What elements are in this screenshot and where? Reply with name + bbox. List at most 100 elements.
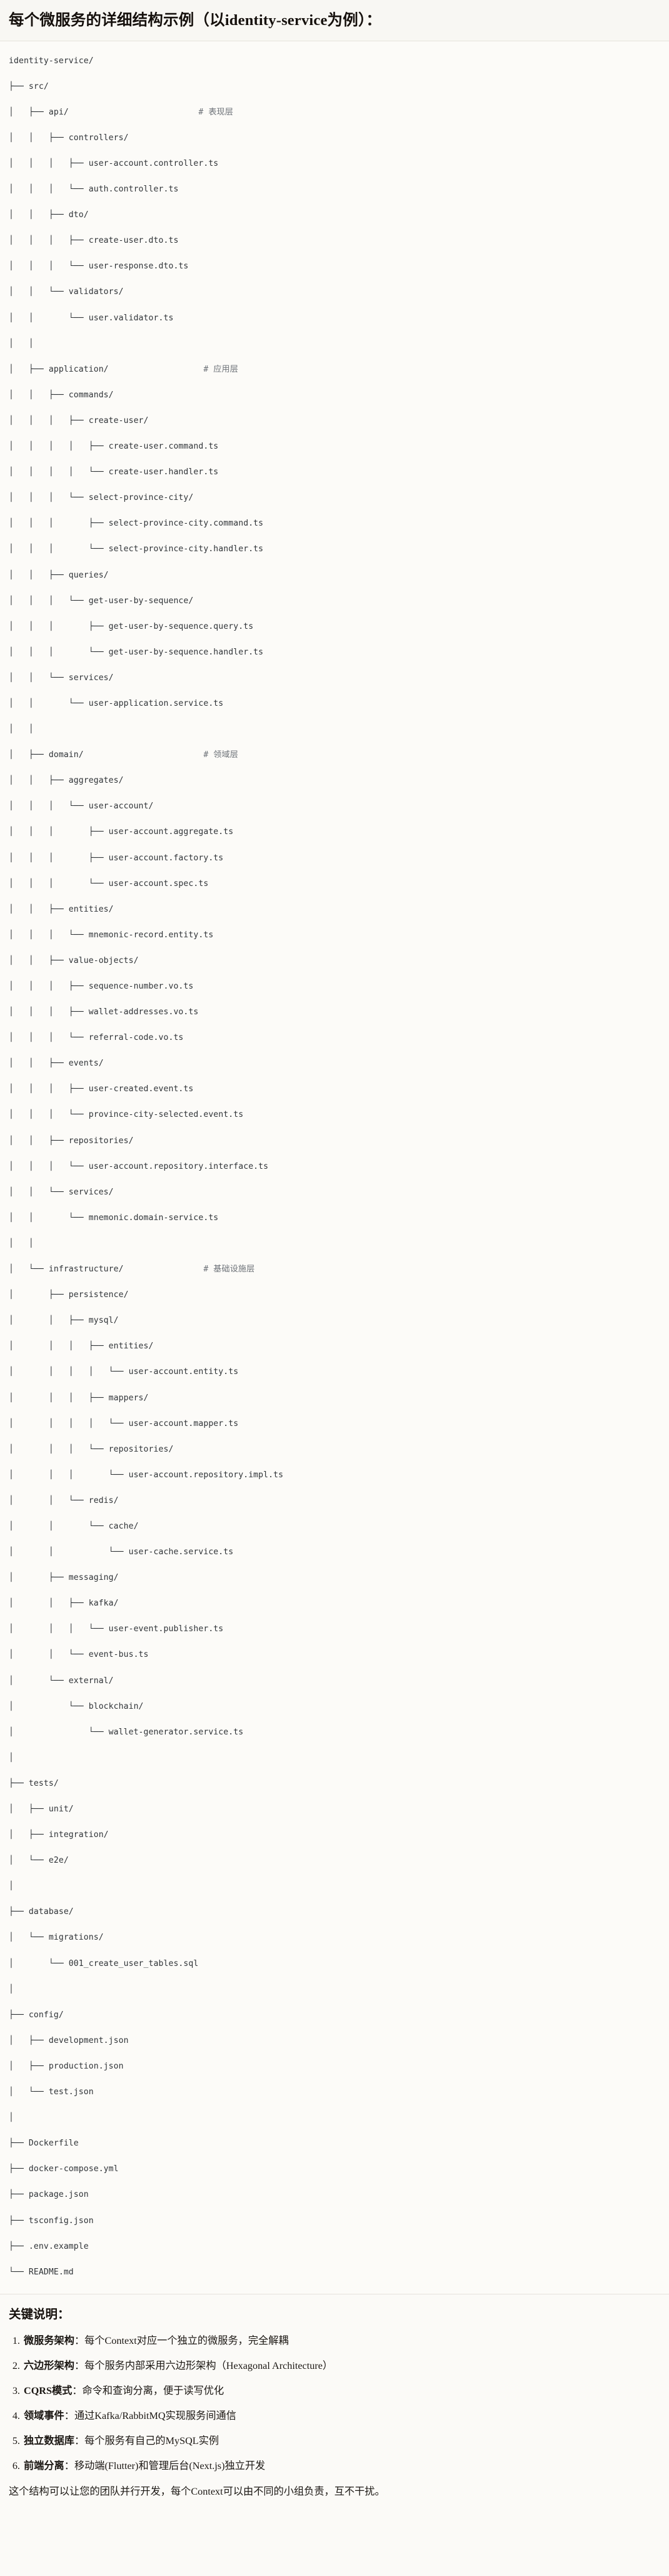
tree-line: │ │ ├── dto/ (9, 210, 89, 220)
tree-line: │ ├── production.json (9, 2061, 124, 2071)
tree-line: │ └── external/ (9, 1676, 114, 1686)
key-note-item: 六边形架构：每个服务内部采用六边形架构（Hexagonal Architectu… (23, 2358, 660, 2374)
tree-line: ├── .env.example (9, 2241, 89, 2251)
tree-line: │ │ ├── controllers/ (9, 133, 129, 143)
tree-line: ├── Dockerfile (9, 2139, 79, 2149)
tree-line: │ │ └── services/ (9, 673, 114, 683)
tree-line: │ │ ├── repositories/ (9, 1136, 134, 1146)
document-page: 每个微服务的详细结构示例（以identity-service为例）： ident… (0, 0, 669, 2511)
tree-line: │ │ │ ├── user-account.controller.ts (9, 159, 219, 168)
tree-line: │ │ │ ├── user-created.event.ts (9, 1084, 194, 1094)
key-note-separator: ： (64, 2410, 74, 2421)
tree-line: │ │ ├── events/ (9, 1059, 104, 1069)
tree-line: │ └── 001_create_user_tables.sql (9, 1958, 199, 1968)
tree-line: │ │ │ │ └── user-account.entity.ts (9, 1367, 239, 1377)
key-notes-title: 关键说明： (9, 2308, 70, 2322)
directory-tree-pre: identity-service/ ├── src/ │ ├── api/ # … (9, 55, 660, 2279)
tree-line: │ │ │ ├── entities/ (9, 1341, 154, 1352)
tree-line: │ │ │ ├── create-user/ (9, 415, 149, 425)
tree-line: │ │ └── validators/ (9, 287, 124, 297)
tree-line: │ │ └── user-application.service.ts (9, 698, 224, 708)
tree-line: ├── tsconfig.json (9, 2216, 94, 2226)
tree-line: │ │ │ └── user-account.repository.impl.t… (9, 1470, 284, 1480)
tree-line: │ ├── messaging/ (9, 1573, 119, 1583)
key-note-term: 领域事件 (24, 2410, 64, 2421)
tree-line-comment: # 领域层 (203, 750, 238, 760)
directory-tree-code: identity-service/ ├── src/ │ ├── api/ # … (9, 55, 660, 2279)
tree-line: │ └── blockchain/ (9, 1701, 144, 1711)
key-note-separator: ： (74, 2435, 85, 2447)
tree-line: │ │ │ └── user-event.publisher.ts (9, 1624, 224, 1634)
key-note-separator: ： (64, 2460, 74, 2472)
tree-line: │ │ └── mnemonic.domain-service.ts (9, 1213, 219, 1223)
tree-line: ├── docker-compose.yml (9, 2164, 119, 2174)
tree-line: │ │ └── services/ (9, 1187, 114, 1197)
tree-line: identity-service/ (9, 56, 94, 66)
tree-line: │ │ (9, 339, 34, 349)
key-note-item: 前端分离：移动端(Flutter)和管理后台(Next.js)独立开发 (23, 2458, 660, 2474)
tree-line: │ │ │ ├── select-province-city.command.t… (9, 519, 264, 529)
tree-line: │ │ (9, 1238, 34, 1248)
tree-line: │ │ │ └── referral-code.vo.ts (9, 1033, 184, 1043)
tree-line: │ │ ├── kafka/ (9, 1599, 119, 1609)
tree-line: │ │ └── user-cache.service.ts (9, 1547, 234, 1557)
tree-line: │ ├── application/ # 应用层 (9, 364, 238, 374)
tree-line: │ │ │ └── get-user-by-sequence.handler.t… (9, 647, 264, 657)
tree-line: │ │ │ └── user-response.dto.ts (9, 262, 189, 272)
key-note-description: 每个服务内部采用六边形架构（Hexagonal Architecture） (84, 2360, 333, 2371)
key-note-item: 微服务架构：每个Context对应一个独立的微服务，完全解耦 (23, 2333, 660, 2349)
tree-line: └── README.md (9, 2267, 74, 2277)
key-note-item: 独立数据库：每个服务有自己的MySQL实例 (23, 2433, 660, 2449)
tree-line: ├── package.json (9, 2190, 89, 2200)
tree-line: │ │ (9, 725, 34, 735)
tree-line: ├── config/ (9, 2010, 64, 2020)
tree-line: │ ├── unit/ (9, 1805, 74, 1814)
tree-line: │ │ └── cache/ (9, 1521, 139, 1531)
tree-line: │ │ │ └── user-account.repository.interf… (9, 1161, 269, 1171)
tree-line: │ └── e2e/ (9, 1856, 69, 1866)
tree-line: ├── tests/ (9, 1778, 59, 1788)
key-note-description: 移动端(Flutter)和管理后台(Next.js)独立开发 (74, 2460, 266, 2472)
key-note-separator: ： (74, 2334, 85, 2346)
tree-line: │ (9, 2113, 14, 2123)
tree-line: │ └── wallet-generator.service.ts (9, 1727, 244, 1737)
tree-line: │ │ ├── queries/ (9, 570, 109, 580)
tree-line: │ │ └── event-bus.ts (9, 1650, 149, 1660)
key-note-term: 前端分离 (24, 2460, 64, 2472)
tree-line: │ │ ├── commands/ (9, 390, 114, 400)
tree-line: ├── database/ (9, 1907, 74, 1917)
directory-tree-block: identity-service/ ├── src/ │ ├── api/ # … (0, 41, 669, 2295)
tree-line: │ (9, 1753, 14, 1763)
tree-line: │ │ └── user.validator.ts (9, 313, 174, 323)
tree-line-comment: # 基础设施层 (203, 1265, 255, 1275)
key-note-description: 每个服务有自己的MySQL实例 (84, 2435, 219, 2447)
tree-line: │ │ │ ├── user-account.factory.ts (9, 853, 224, 863)
key-note-description: 通过Kafka/RabbitMQ实现服务间通信 (74, 2410, 236, 2421)
key-note-separator: ： (74, 2360, 85, 2371)
tree-line: │ │ │ ├── sequence-number.vo.ts (9, 982, 194, 991)
key-note-description: 命令和查询分离，便于读写优化 (82, 2385, 224, 2396)
tree-line: │ │ │ ├── mappers/ (9, 1393, 149, 1403)
tree-line: │ │ ├── value-objects/ (9, 955, 139, 965)
tree-line: │ └── test.json (9, 2087, 94, 2097)
key-notes-list: 微服务架构：每个Context对应一个独立的微服务，完全解耦六边形架构：每个服务… (9, 2333, 660, 2475)
tree-line: │ │ │ └── province-city-selected.event.t… (9, 1110, 244, 1120)
tree-line-comment: # 应用层 (203, 364, 238, 374)
key-note-description: 每个Context对应一个独立的微服务，完全解耦 (84, 2334, 289, 2346)
tree-line: │ ├── persistence/ (9, 1290, 129, 1300)
tree-line: │ │ │ └── select-province-city.handler.t… (9, 544, 264, 554)
tree-line: │ ├── domain/ # 领域层 (9, 750, 238, 760)
tree-line: │ (9, 1881, 14, 1891)
key-note-separator: ： (72, 2385, 83, 2396)
tree-line: │ │ │ ├── get-user-by-sequence.query.ts (9, 621, 254, 631)
tree-line: │ │ ├── aggregates/ (9, 776, 124, 786)
key-note-item: 领域事件：通过Kafka/RabbitMQ实现服务间通信 (23, 2408, 660, 2424)
tree-line: │ │ │ └── user-account.spec.ts (9, 878, 209, 888)
tree-line: │ │ ├── entities/ (9, 904, 114, 914)
key-note-term: 微服务架构 (24, 2334, 74, 2346)
tree-line: ├── src/ (9, 81, 49, 91)
tree-line: │ (9, 1984, 14, 1994)
tree-line: │ │ │ └── get-user-by-sequence/ (9, 596, 194, 606)
tree-line: │ ├── api/ # 表现层 (9, 107, 233, 117)
tree-line: │ │ │ ├── user-account.aggregate.ts (9, 827, 234, 837)
